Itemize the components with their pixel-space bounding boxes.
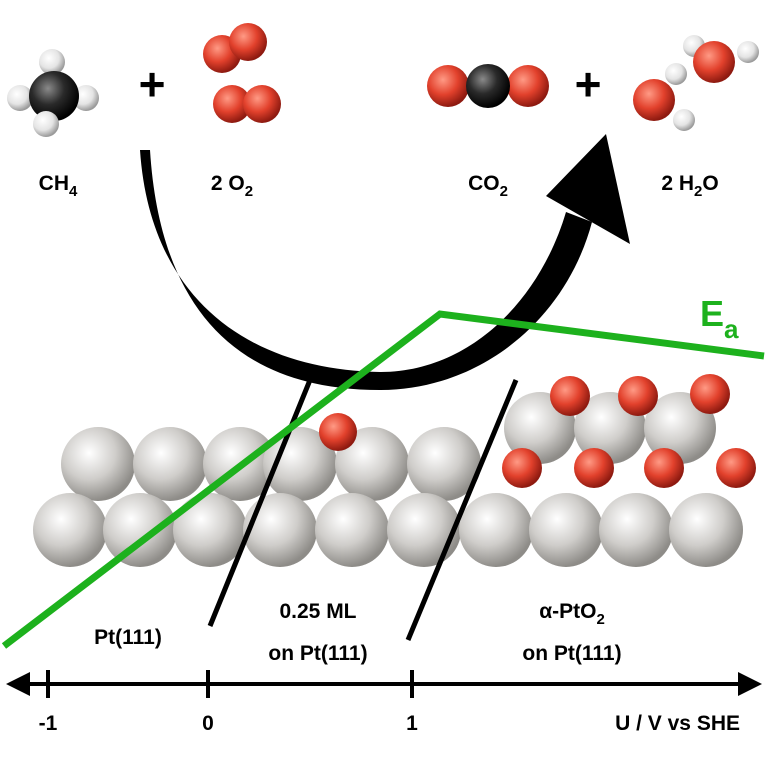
oxygen-molecules bbox=[203, 23, 281, 123]
methane-molecule bbox=[7, 49, 99, 137]
label-oxygen: 2 O2 bbox=[211, 172, 253, 200]
potential-axis bbox=[6, 670, 762, 698]
adsorbed-oxygen-atom bbox=[319, 413, 357, 451]
water-molecules bbox=[633, 35, 759, 131]
label-surface-alpha-pto2-line2: on Pt(111) bbox=[522, 642, 621, 665]
label-methane: CH4 bbox=[39, 172, 78, 200]
activation-energy-label: Ea bbox=[700, 293, 739, 344]
plus-sign-products: + bbox=[575, 58, 602, 110]
activation-energy-curve bbox=[1, 310, 765, 649]
surface-slab-quarter-ml-oxygen bbox=[243, 413, 481, 567]
carbon-dioxide-molecule bbox=[427, 64, 549, 108]
plus-sign-reactants: + bbox=[139, 58, 166, 110]
label-carbon-dioxide: CO2 bbox=[468, 172, 508, 200]
label-surface-alpha-pto2: α-PtO2 bbox=[539, 600, 605, 628]
label-water: 2 H2O bbox=[661, 172, 718, 200]
label-surface-quarter-ml: 0.25 ML bbox=[279, 600, 356, 623]
divider-line-1 bbox=[207, 379, 313, 627]
tick-label-minus-one: -1 bbox=[39, 712, 58, 735]
divider-line-2 bbox=[405, 379, 519, 641]
label-surface-quarter-ml-line2: on Pt(111) bbox=[268, 642, 367, 665]
tick-label-zero: 0 bbox=[202, 712, 214, 735]
axis-label: U / V vs SHE bbox=[615, 712, 740, 735]
label-surface-pt111: Pt(111) bbox=[94, 626, 162, 649]
tick-label-one: 1 bbox=[406, 712, 418, 735]
reaction-arrow bbox=[140, 134, 630, 390]
surface-slab-alpha-pto2 bbox=[459, 374, 756, 567]
